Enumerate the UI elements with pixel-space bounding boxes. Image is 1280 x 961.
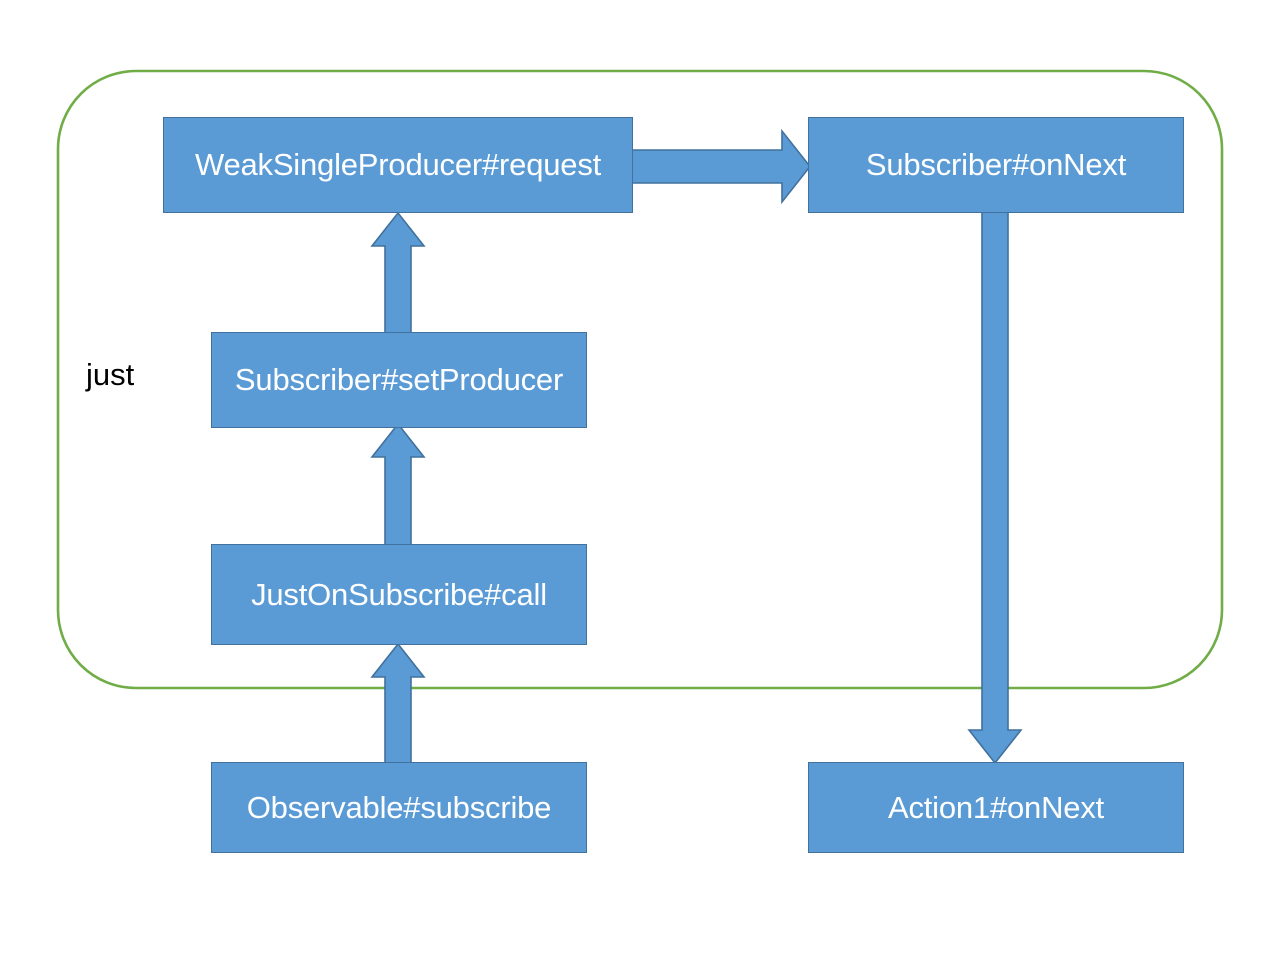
arrow-setproducer-to-request [370, 211, 426, 335]
group-boundary-just [56, 69, 1224, 690]
arrow-request-to-onnext [631, 128, 812, 205]
node-just-on-subscribe-call[interactable]: JustOnSubscribe#call [211, 544, 587, 645]
node-subscriber-onnext[interactable]: Subscriber#onNext [808, 117, 1184, 213]
node-observable-subscribe[interactable]: Observable#subscribe [211, 762, 587, 853]
arrow-onnext-to-action1 [967, 210, 1023, 765]
node-weak-single-producer-request[interactable]: WeakSingleProducer#request [163, 117, 633, 213]
node-subscriber-setproducer[interactable]: Subscriber#setProducer [211, 332, 587, 428]
arrow-call-to-setproducer [370, 422, 426, 546]
node-action1-onnext[interactable]: Action1#onNext [808, 762, 1184, 853]
arrow-subscribe-to-call [370, 642, 426, 765]
group-label-just: just [86, 357, 135, 392]
